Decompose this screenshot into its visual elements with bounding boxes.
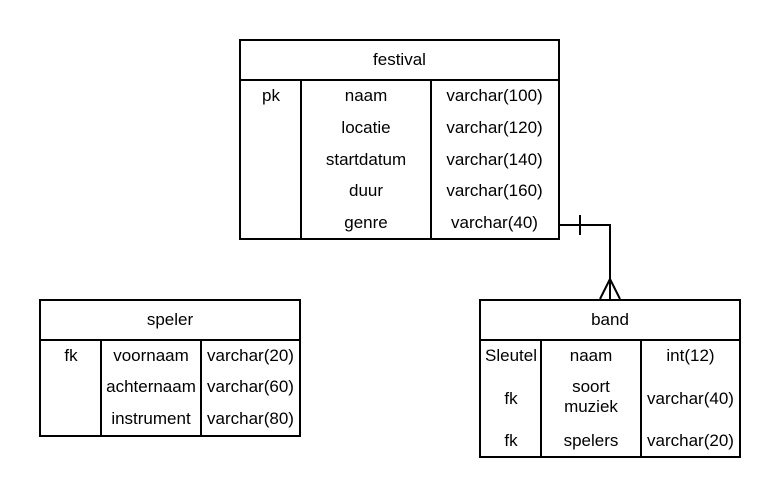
- band-field-type: int(12): [666, 346, 715, 365]
- speler-field-name: instrument: [111, 409, 191, 428]
- speler-field-type: varchar(60): [207, 377, 294, 396]
- band-divider-2: [640, 341, 642, 456]
- festival-field-type: varchar(160): [446, 181, 543, 200]
- festival-field-name: naam: [344, 86, 388, 105]
- speler-field-type: varchar(80): [207, 409, 294, 428]
- festival-field-type: varchar(100): [446, 86, 543, 105]
- festival-divider-2: [430, 81, 432, 238]
- festival-field-name: duur: [348, 181, 384, 200]
- speler-field-type: varchar(20): [207, 346, 294, 365]
- band-key-label: fk: [504, 431, 518, 450]
- festival-pk-label: pk: [262, 86, 280, 105]
- band-divider-1: [540, 341, 542, 456]
- relationship-line: [560, 224, 611, 299]
- speler-entity[interactable]: speler fk voornaam varchar(20) achternaa…: [39, 299, 301, 437]
- festival-field-type: varchar(40): [451, 213, 538, 232]
- many-crowsfoot: [599, 276, 621, 300]
- festival-title: festival: [241, 41, 558, 81]
- festival-field-name: locatie: [341, 118, 391, 137]
- festival-entity[interactable]: festival pk naam varchar(100) locatie va…: [239, 39, 560, 240]
- band-field-name: spelers: [563, 431, 619, 450]
- band-title: band: [481, 301, 739, 341]
- speler-divider-1: [100, 341, 102, 435]
- festival-divider-1: [300, 81, 302, 238]
- band-key-label: fk: [504, 389, 518, 408]
- band-key-label: Sleutel: [485, 346, 537, 365]
- band-field-name: soort muziek: [564, 377, 618, 416]
- band-entity[interactable]: band Sleutel fk fk naam int(12) soort mu…: [479, 299, 741, 458]
- band-field-type: varchar(40): [647, 389, 734, 408]
- speler-fk-label: fk: [64, 346, 78, 365]
- band-field-name: naam: [569, 346, 613, 365]
- speler-title: speler: [41, 301, 299, 341]
- speler-divider-2: [200, 341, 202, 435]
- festival-field-type: varchar(140): [446, 150, 543, 169]
- speler-field-name: achternaam: [106, 377, 196, 396]
- band-field-type: varchar(20): [647, 431, 734, 450]
- speler-field-name: voornaam: [113, 346, 189, 365]
- festival-field-type: varchar(120): [446, 118, 543, 137]
- festival-field-name: startdatum: [325, 150, 407, 169]
- festival-field-name: genre: [344, 213, 388, 232]
